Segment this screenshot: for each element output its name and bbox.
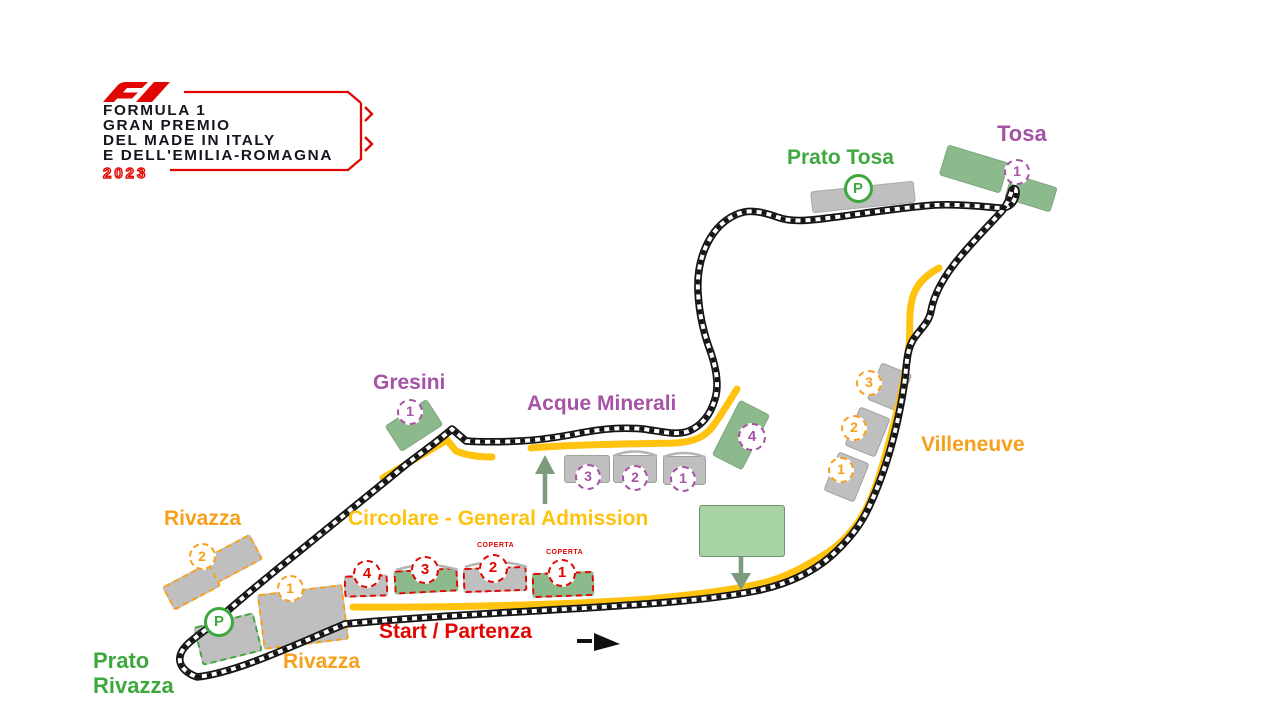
marker-prato-rivazza-p: P [204, 607, 234, 637]
marker-acque-minerali-4: 4 [738, 423, 766, 451]
label-rivazza-lower: Rivazza [283, 650, 361, 673]
marker-start-1: 1 [548, 559, 576, 587]
canopy-arcs [395, 450, 706, 572]
brand-line: FORMULA 1 [103, 102, 207, 119]
event-line-2: DEL MADE IN ITALY [103, 132, 276, 149]
event-logo: FORMULA 1 GRAN PREMIO DEL MADE IN ITALY … [98, 80, 398, 183]
down-arrow-head-icon [731, 573, 751, 590]
event-year: 2023 [102, 164, 149, 182]
race-direction-arrow-icon [594, 633, 620, 651]
general-admission-path-2 [527, 385, 741, 452]
marker-gresini-1: 1 [397, 399, 423, 425]
label-acque-minerali: Acque Minerali [527, 392, 677, 415]
marker-tosa-1: 1 [1004, 159, 1030, 185]
marker-prato-tosa-p: P [843, 173, 873, 203]
marker-rivazza-1: 1 [276, 574, 304, 602]
label-villeneuve: Villeneuve [921, 433, 1025, 456]
label-gresini: Gresini [373, 371, 446, 394]
marker-villeneuve-3: 3 [856, 370, 882, 396]
marker-start-3: 3 [411, 556, 439, 584]
label-rivazza-upper: Rivazza [164, 507, 242, 530]
event-title: FORMULA 1 GRAN PREMIO DEL MADE IN ITALY … [103, 103, 333, 163]
logo-frame-decoration [170, 90, 374, 172]
marker-villeneuve-1: 1 [828, 457, 854, 483]
marker-acque-minerali-2: 2 [622, 465, 648, 491]
marker-acque-minerali-3: 3 [575, 464, 601, 490]
event-line-3: E DELL'EMILIA-ROMAGNA [103, 147, 334, 164]
label-prato-tosa: Prato Tosa [787, 146, 894, 169]
label-prato-rivazza: Prato Rivazza [93, 648, 174, 699]
track-path-hatching [177, 186, 1019, 679]
up-arrow-head-icon [535, 455, 555, 474]
block-general-admission-area [699, 505, 785, 557]
marker-rivazza-2: 2 [188, 542, 216, 570]
marker-start-4: 4 [353, 560, 381, 588]
f1-logo-icon [103, 82, 170, 102]
marker-villeneuve-2: 2 [841, 415, 867, 441]
label-tosa: Tosa [997, 121, 1047, 146]
label-start-partenza: Start / Partenza [379, 620, 532, 643]
label-circolare-general-admission: Circolare - General Admission [348, 507, 649, 530]
marker-acque-minerali-1: 1 [670, 466, 696, 492]
label-coperta-1: COPERTA [546, 549, 584, 556]
event-line-1: GRAN PREMIO [103, 117, 231, 134]
label-coperta-2: COPERTA [477, 542, 515, 549]
general-admission-path-1 [379, 436, 496, 482]
marker-start-2: 2 [478, 553, 508, 583]
